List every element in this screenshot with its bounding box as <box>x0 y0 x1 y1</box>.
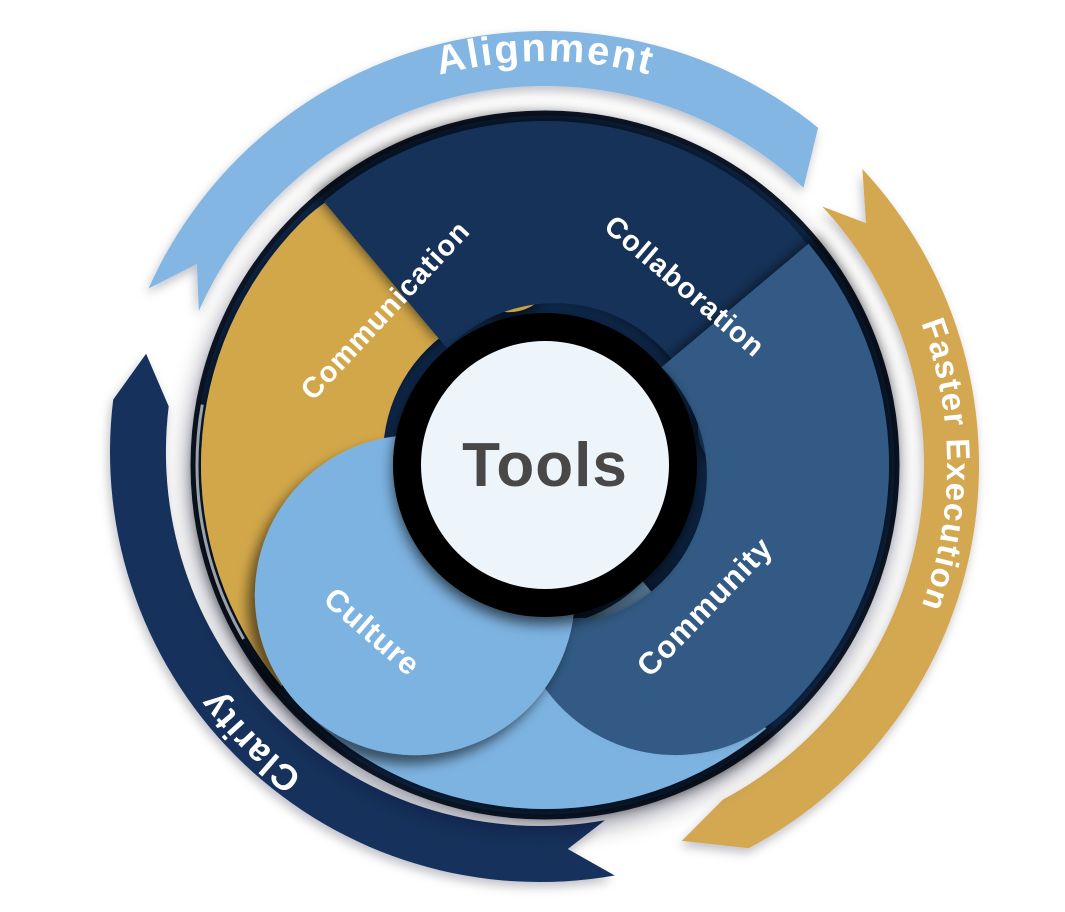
outer-arrow-alignment <box>148 30 819 311</box>
outer-arrow-faster-execution <box>681 169 980 849</box>
alignment-ribbon-shape <box>148 30 819 311</box>
outer-arrow-clarity <box>109 353 615 883</box>
clarity-ribbon-shape <box>109 353 615 883</box>
faster-execution-ribbon-shape <box>681 169 980 849</box>
disc-rim-highlight <box>195 404 245 640</box>
hub-label: Tools <box>462 431 628 500</box>
segment-community <box>535 243 889 756</box>
hub-circle <box>421 341 669 589</box>
